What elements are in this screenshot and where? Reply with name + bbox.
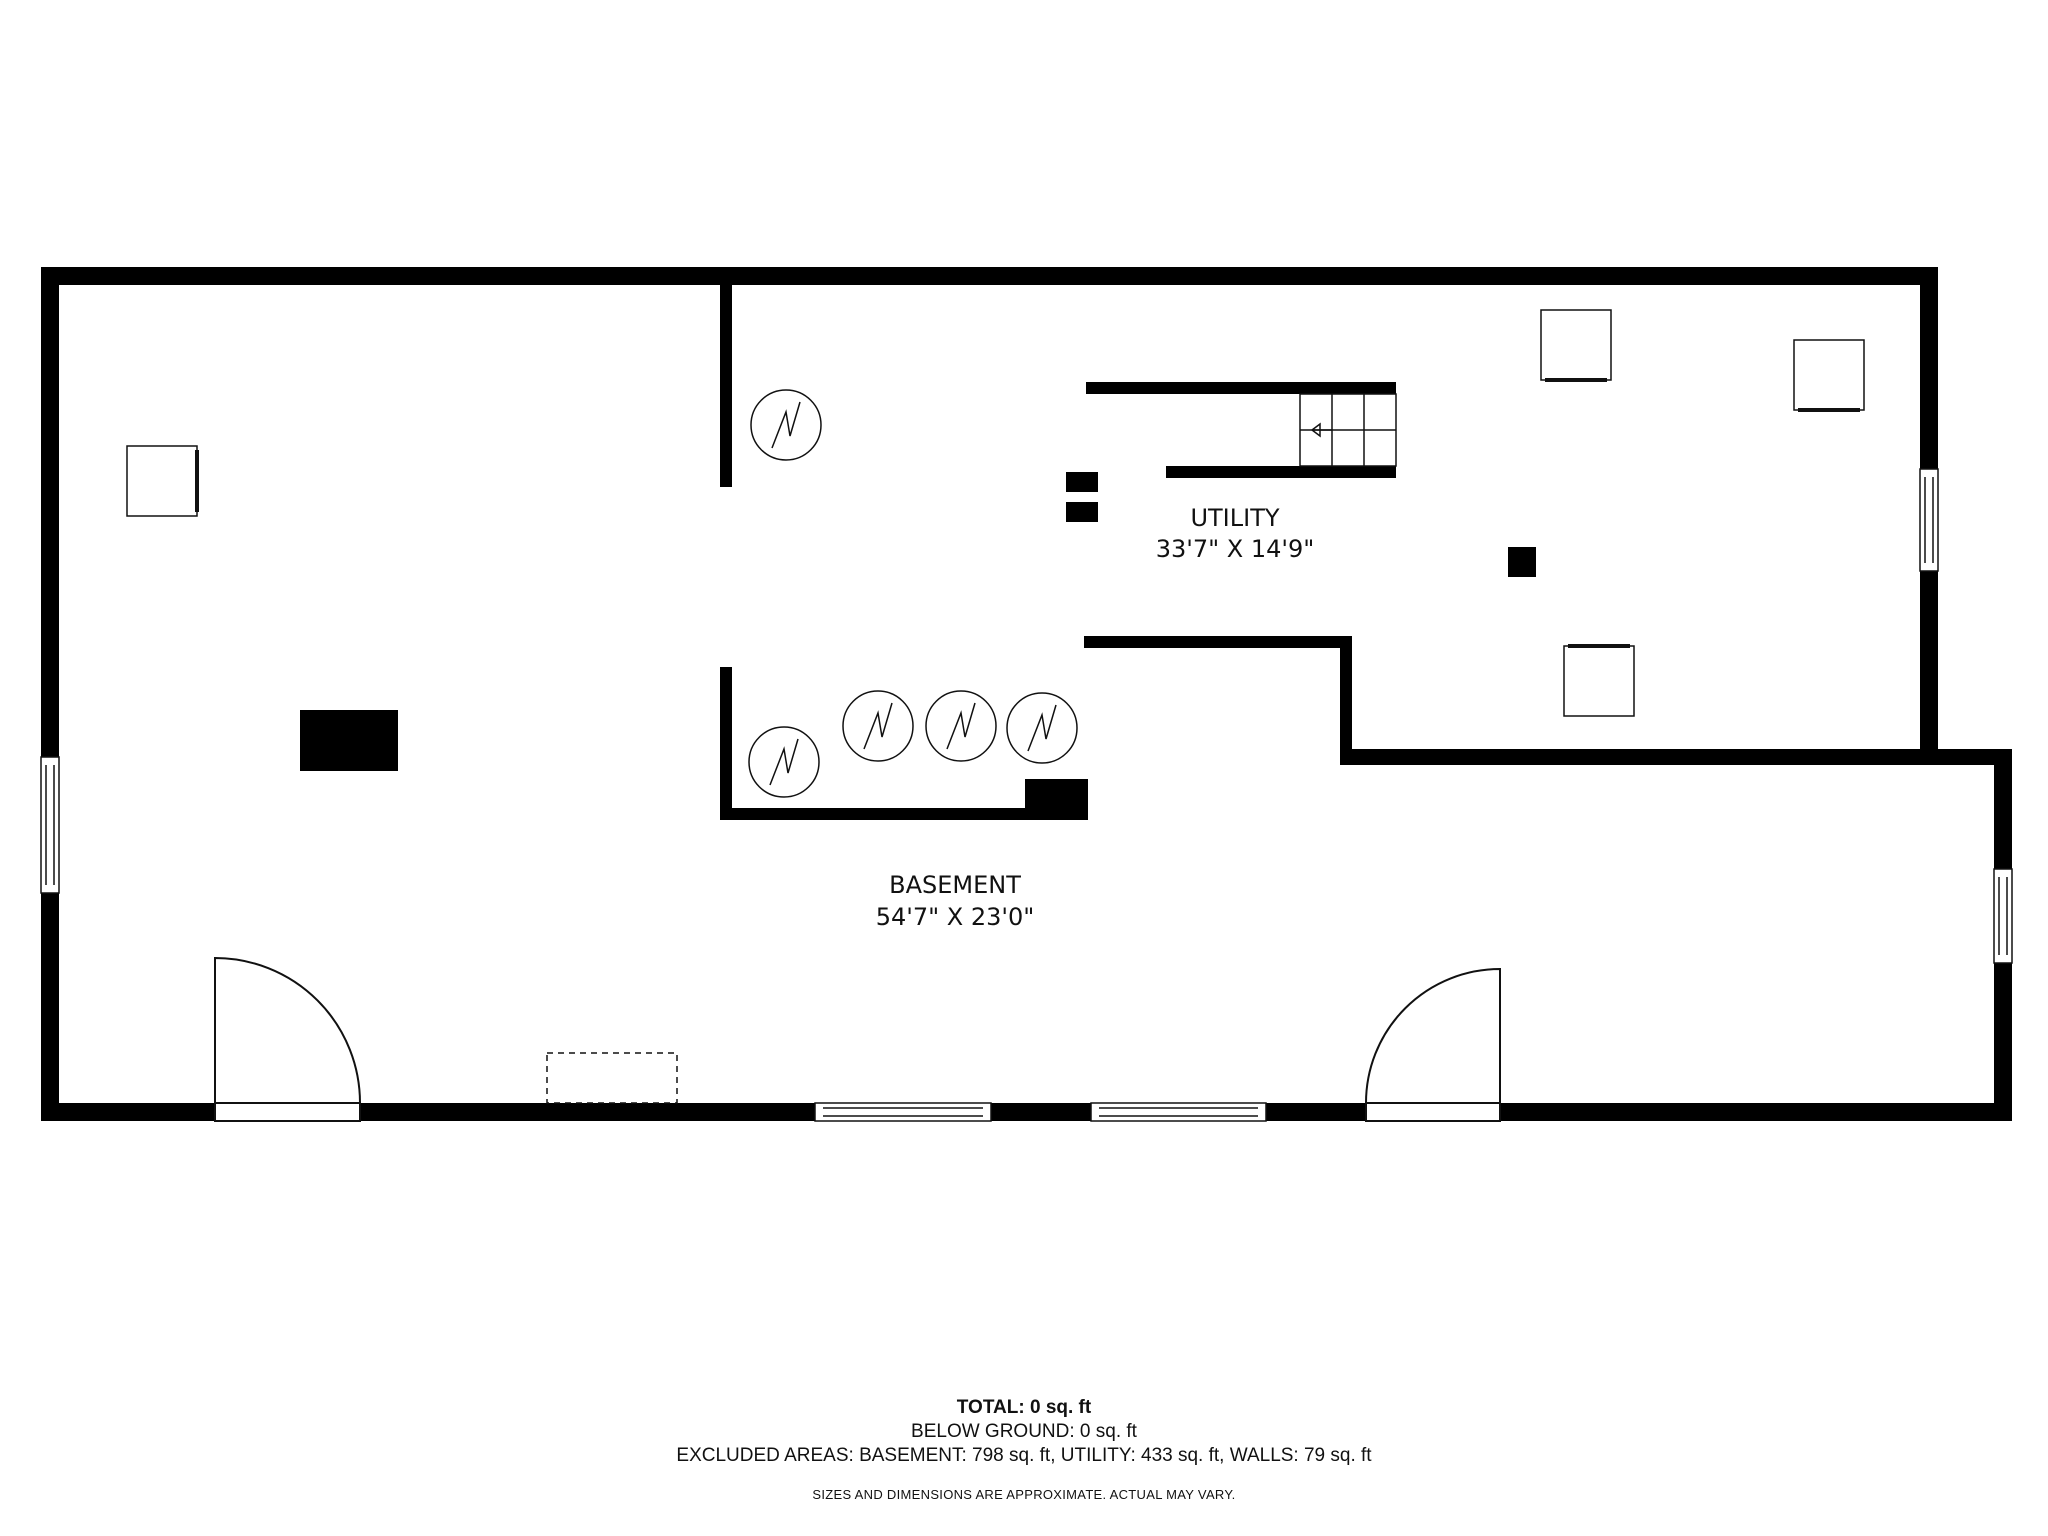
- wall-bottom-4: [1266, 1103, 1366, 1121]
- block-3: [1508, 547, 1536, 577]
- windows: [40, 468, 2013, 1122]
- window-bottom-2: [1090, 1102, 1267, 1122]
- water-heater-icon: [750, 389, 822, 461]
- water-heater-icon: [842, 690, 914, 762]
- fixture-square-utility-3: [1563, 645, 1635, 717]
- wall-partition-h: [1084, 636, 1352, 648]
- wall-utility-left-lower: [720, 667, 732, 819]
- wall-bottom-2: [360, 1103, 815, 1121]
- wall-top: [41, 267, 1937, 285]
- fixtures: [126, 309, 1865, 717]
- block-1: [1066, 472, 1098, 492]
- wall-partition-v: [1340, 636, 1352, 760]
- window-right-utility: [1919, 468, 1939, 572]
- window-right-basement: [1993, 868, 2013, 964]
- wall-bottom-3: [991, 1103, 1091, 1121]
- wall-right-upper-2: [1920, 571, 1938, 754]
- basement-room-dimensions: 54'7" X 23'0": [876, 903, 1035, 931]
- wall-bottom-1: [41, 1103, 215, 1121]
- window-bottom-1: [814, 1102, 992, 1122]
- total-area: TOTAL: 0 sq. ft: [956, 1397, 1092, 1418]
- fixture-square-basement: [126, 445, 198, 517]
- utility-room-dimensions: 33'7" X 14'9": [1156, 535, 1315, 563]
- block-furnace: [1025, 779, 1088, 820]
- wall-utility-bottom: [1340, 749, 2012, 765]
- wall-closet-bottom: [720, 808, 1088, 820]
- fixture-square-utility-2: [1793, 339, 1865, 411]
- window-left: [40, 756, 60, 894]
- stairs: [1299, 393, 1397, 467]
- wall-right-upper: [1920, 267, 1938, 469]
- water-heater-icon: [1006, 692, 1078, 764]
- wall-left: [41, 267, 59, 757]
- door-2-swing: [1365, 967, 1501, 1104]
- door-2-threshold: [1365, 1102, 1501, 1122]
- floor-hatch: [546, 1052, 678, 1104]
- water-heater-icon: [748, 726, 820, 798]
- disclaimer: SIZES AND DIMENSIONS ARE APPROXIMATE. AC…: [812, 1487, 1236, 1502]
- utility-room-name: UTILITY: [1190, 504, 1279, 532]
- block-basement: [300, 710, 398, 771]
- door-1-threshold: [214, 1102, 361, 1122]
- below-ground-area: BELOW GROUND: 0 sq. ft: [911, 1421, 1137, 1442]
- appliances: [748, 389, 1078, 798]
- fixture-square-utility-1: [1540, 309, 1612, 381]
- stair-arrow-icon: [1310, 422, 1332, 438]
- water-heater-icon: [925, 690, 997, 762]
- wall-utility-left-upper: [720, 267, 732, 487]
- wall-right-lower-2: [1994, 963, 2012, 1121]
- wall-stair-bottom: [1166, 466, 1396, 478]
- block-2: [1066, 502, 1098, 522]
- wall-left-lower: [41, 893, 59, 1121]
- walls: [41, 267, 2012, 1121]
- wall-right-lower: [1994, 749, 2012, 869]
- basement-room-name: BASEMENT: [889, 871, 1021, 899]
- door-1-swing: [214, 956, 361, 1104]
- wall-stair-top: [1086, 382, 1396, 394]
- excluded-areas: EXCLUDED AREAS: BASEMENT: 798 sq. ft, UT…: [676, 1445, 1372, 1466]
- doors: [214, 956, 1501, 1122]
- wall-bottom-5: [1500, 1103, 2012, 1121]
